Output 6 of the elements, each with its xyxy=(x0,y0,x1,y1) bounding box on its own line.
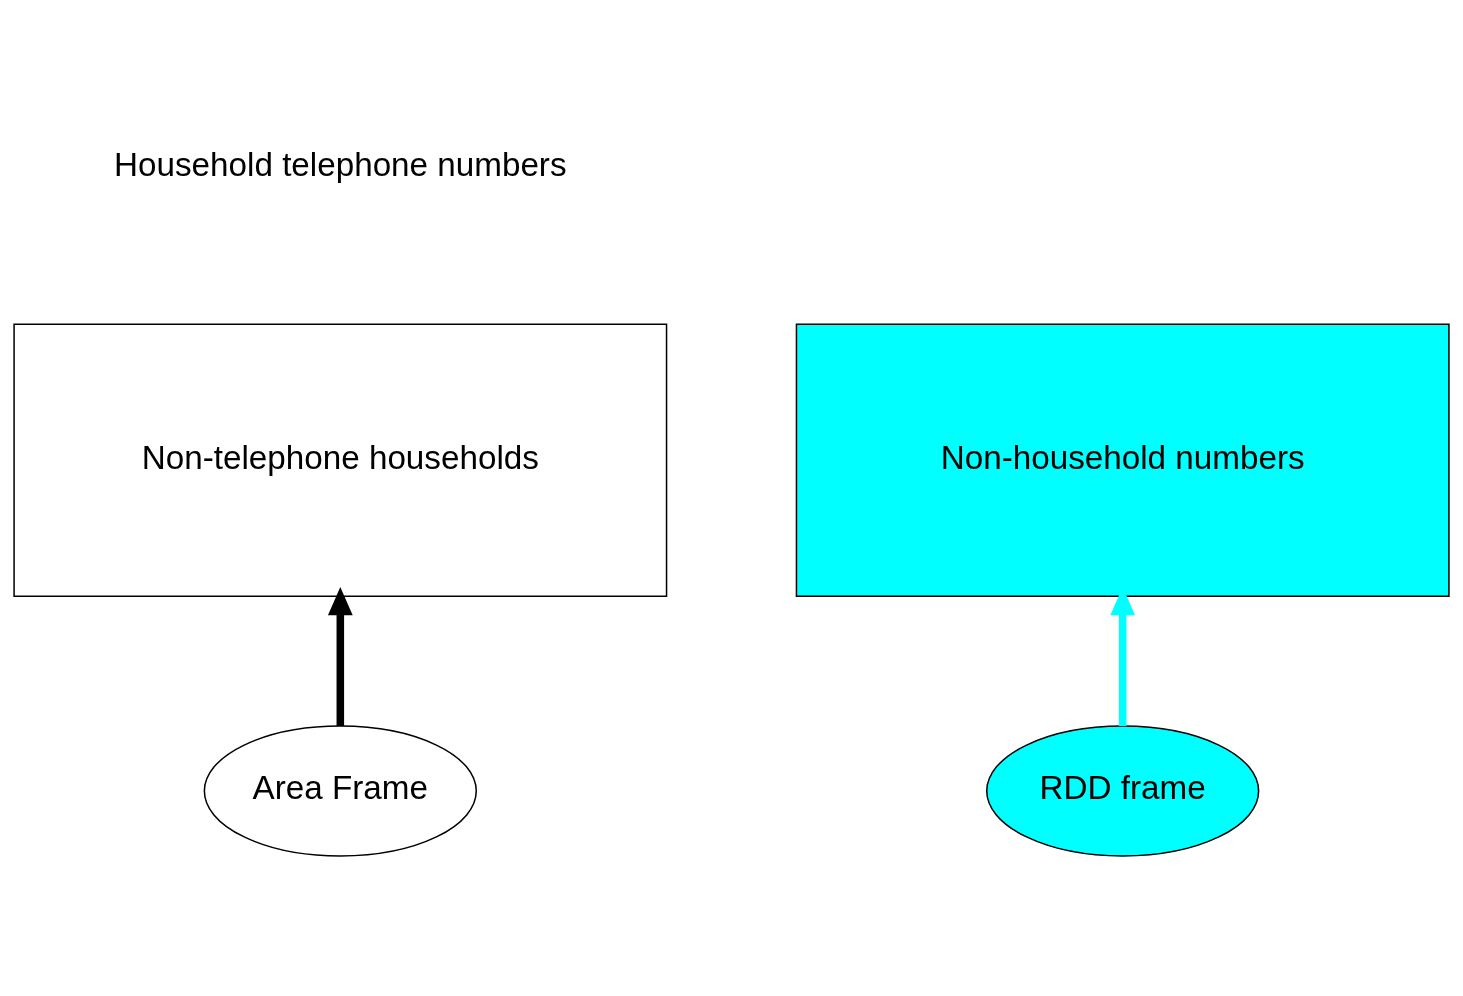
node-box: Non-household numbers xyxy=(795,323,1450,597)
arrow xyxy=(327,586,353,726)
node-ellipse: Area Frame xyxy=(203,725,477,857)
node-ellipse: RDD frame xyxy=(986,725,1260,857)
label: Household telephone numbers xyxy=(114,145,567,183)
node-box: Non-telephone households xyxy=(13,323,668,597)
